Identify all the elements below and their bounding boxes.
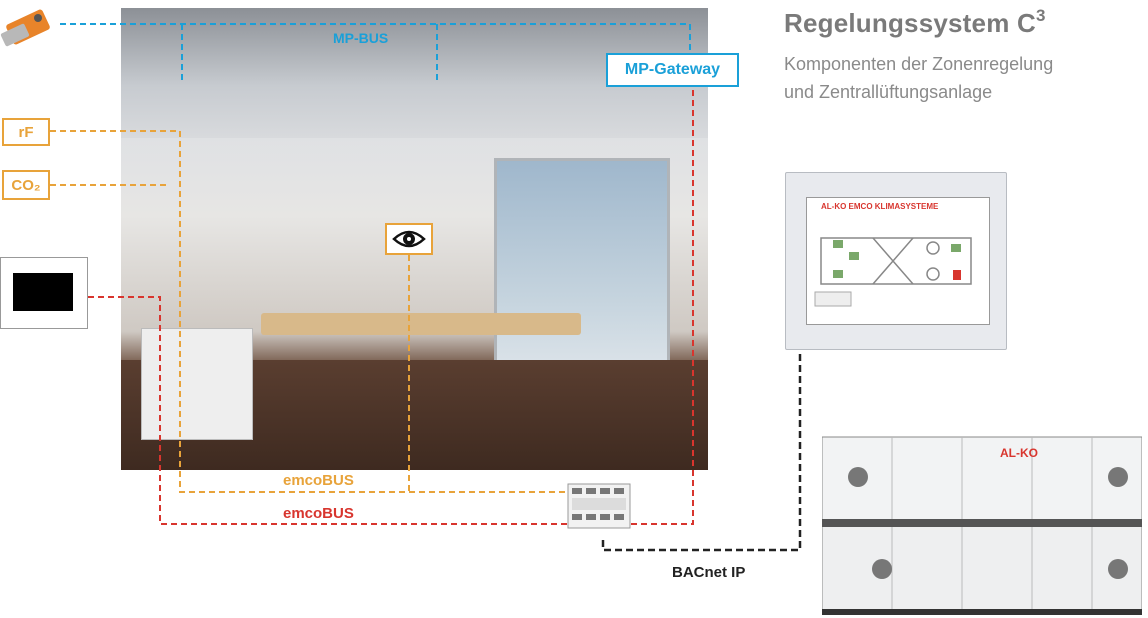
room-control-display (13, 273, 73, 311)
room-control-panel-icon (0, 257, 88, 329)
bacnet-lines (601, 352, 802, 552)
mp-bus-label: MP-BUS (333, 30, 389, 46)
emco-yellow-rf-line (50, 130, 566, 493)
touch-panel-screen: AL-KO EMCO KLIMASYSTEME (806, 197, 990, 325)
controller-modules (567, 483, 631, 529)
subtitle-line-2: und Zentrallüftungsanlage (784, 82, 993, 102)
touch-panel: AL-KO EMCO KLIMASYSTEME (785, 172, 1007, 350)
emco-bus-red-lines (78, 87, 694, 525)
subtitle-line-1: Komponenten der Zonenregelung (784, 54, 1054, 74)
air-handling-unit (822, 436, 1142, 615)
emco-bus-yellow-label: emcoBUS (283, 472, 354, 489)
rf-sensor-box: rF (2, 118, 50, 146)
emco-bus-red-label: emcoBUS (283, 505, 354, 522)
panel-brand-label: AL-KO EMCO KLIMASYSTEME (821, 202, 939, 211)
bacnet-ip-label: BACnet IP (672, 564, 746, 581)
ahu-brand-label: AL-KO (1000, 446, 1038, 460)
mp-bus-lines (60, 23, 691, 80)
desk (261, 313, 581, 335)
page-title: Regelungssystem C3 (784, 6, 1046, 38)
ahu-schematic (814, 237, 972, 307)
presence-sensor-box (385, 223, 433, 255)
emco-red-thermo-line (78, 87, 694, 525)
bacnet-line (601, 352, 802, 552)
mp-gateway-box: MP-Gateway (606, 53, 739, 87)
mp-bus-line-top (60, 23, 691, 53)
emco-bus-yellow-lines (50, 130, 566, 493)
damper-actuator-icon (0, 9, 50, 47)
page-subtitle: Komponenten der Zonenregelung und Zentra… (784, 50, 1124, 106)
co2-sensor-box: CO₂ (2, 170, 50, 200)
eye-icon (392, 230, 426, 248)
